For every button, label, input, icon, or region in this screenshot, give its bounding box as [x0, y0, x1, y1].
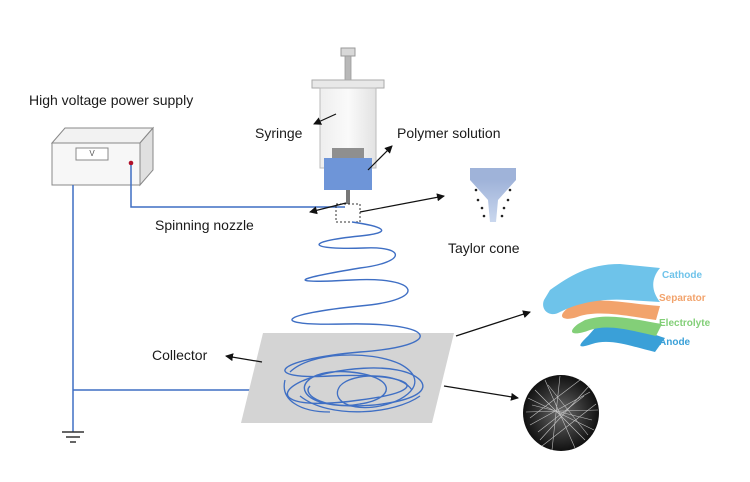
voltmeter-display: [75, 147, 109, 161]
output-terminal: [128, 160, 134, 166]
battery-illustration: [543, 264, 665, 352]
battery-arrow: [455, 310, 531, 337]
power-supply: [50, 126, 155, 187]
polymer-arrow: [367, 145, 393, 171]
nozzle-detail-box: [335, 203, 361, 223]
syringe-label: Syringe: [255, 125, 303, 141]
collector-plate: [241, 333, 454, 423]
power-supply-label: High voltage power supply: [29, 92, 194, 108]
spinning-nozzle-label: Spinning nozzle: [155, 217, 254, 233]
syringe-arrow: [313, 113, 337, 125]
nozzle-wire: [130, 165, 345, 208]
cathode-layer: [543, 264, 660, 315]
voltmeter-label: V: [89, 149, 95, 158]
nozzle-arrow: [309, 202, 347, 215]
collector-arrow: [225, 353, 263, 363]
ground-icon: [62, 431, 84, 443]
pointer-arrows: [225, 113, 531, 401]
separator-layer: [561, 300, 660, 320]
fiber-mat-on-collector: [283, 354, 421, 413]
electrolyte-layer: [571, 316, 662, 336]
sem-arrow: [443, 385, 519, 401]
collector-label: Collector: [152, 347, 208, 363]
fiber-sem-image: [523, 375, 599, 451]
taylor-cone-illustration: [470, 168, 516, 222]
spinning-nozzle: [346, 190, 350, 204]
taylor-cone-label: Taylor cone: [448, 240, 520, 256]
electrolyte-label: Electrolyte: [659, 318, 711, 329]
taylor-cone-arrow: [359, 193, 445, 213]
anode-label: Anode: [659, 337, 691, 348]
separator-label: Separator: [659, 293, 706, 304]
polymer-solution-label: Polymer solution: [397, 125, 501, 141]
wires: [72, 165, 345, 432]
polymer-solution: [324, 158, 372, 190]
cathode-label: Cathode: [662, 270, 702, 281]
fiber-jet: [284, 221, 424, 407]
syringe: [311, 47, 385, 204]
